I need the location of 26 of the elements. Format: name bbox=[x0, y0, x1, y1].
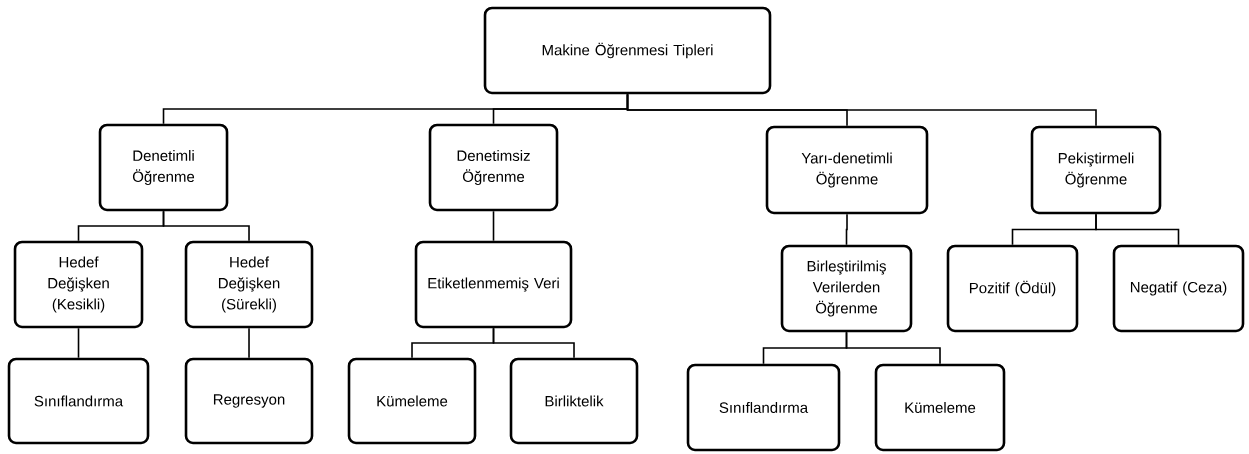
connector bbox=[1095, 213, 1180, 246]
box: Birleştirilmiş Verilerden Öğrenme bbox=[780, 244, 913, 333]
box: Etiketlenmemiş Veri bbox=[414, 240, 573, 329]
box: Regresyon bbox=[184, 357, 314, 445]
box: Makine Öğrenmesi Tipleri bbox=[483, 6, 772, 95]
box: Hedef Değişken (Sürekli) bbox=[184, 240, 314, 329]
connector bbox=[845, 331, 941, 365]
connector bbox=[626, 93, 1097, 127]
box: Birliktelik bbox=[509, 357, 639, 445]
connector bbox=[845, 213, 848, 246]
connector bbox=[162, 210, 250, 242]
connector bbox=[492, 210, 495, 242]
box: Pozitif (Ödül) bbox=[946, 244, 1079, 333]
box: Denetimli Öğrenme bbox=[98, 123, 229, 212]
box: Denetimsiz Öğrenme bbox=[428, 123, 559, 212]
connector bbox=[248, 327, 250, 359]
box: Sınıflandırma bbox=[686, 363, 841, 452]
box: Kümeleme bbox=[874, 363, 1006, 452]
box: Kümeleme bbox=[347, 357, 477, 445]
connector bbox=[77, 327, 80, 359]
box: Pekiştirmeli Öğrenme bbox=[1030, 125, 1162, 215]
box: Hedef Değişken (Kesikli) bbox=[13, 240, 144, 329]
connector bbox=[492, 327, 575, 359]
box: Yarı-denetimli Öğrenme bbox=[765, 125, 929, 215]
box: Sınıflandırma bbox=[7, 357, 150, 445]
box: Negatif (Ceza) bbox=[1112, 244, 1245, 333]
